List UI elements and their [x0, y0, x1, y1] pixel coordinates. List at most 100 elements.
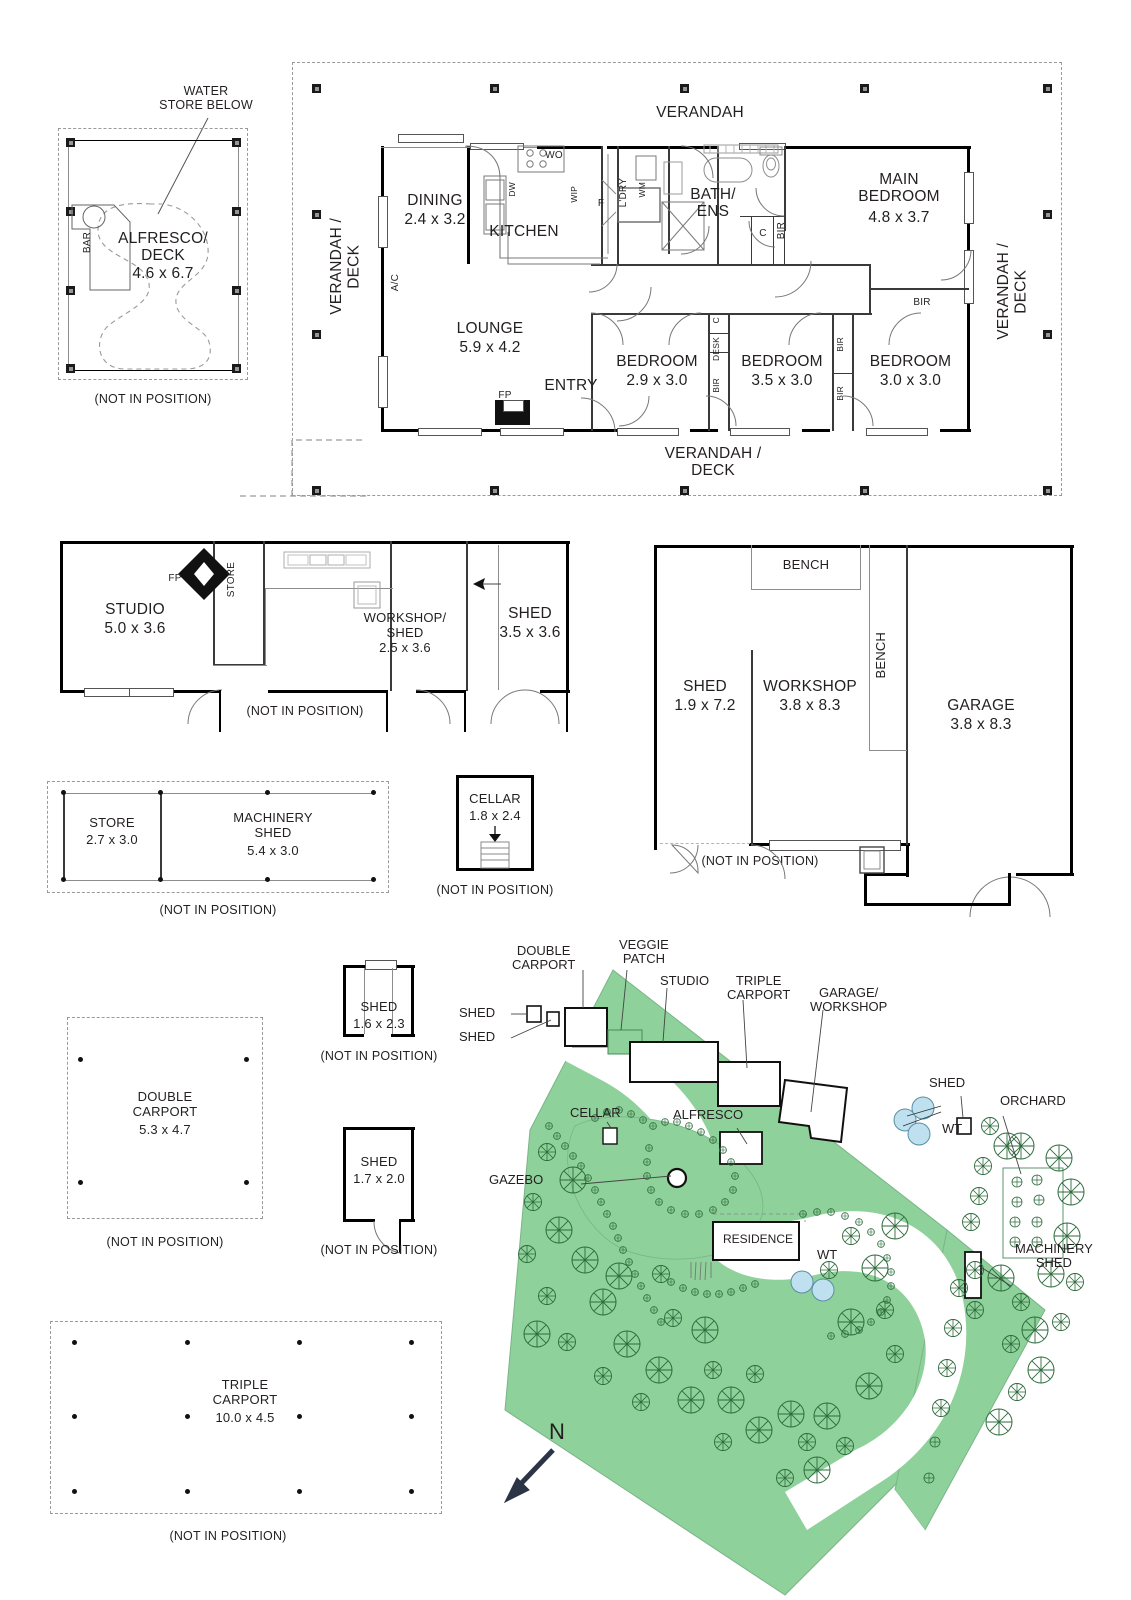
- studio-dims: 5.0 x 3.6: [104, 620, 166, 637]
- studio-wall-top: [60, 541, 570, 545]
- site-shed-2: [546, 1011, 560, 1027]
- compass-arrow: [503, 1448, 555, 1504]
- shed2-footer: (NOT IN POSITION): [320, 1243, 438, 1257]
- studio-door-jamb-2: [386, 690, 388, 732]
- wall-bedrooms-top: [591, 313, 872, 315]
- carport-post: [244, 1057, 249, 1062]
- site-label-double-carport: DOUBLE CARPORT: [512, 943, 576, 973]
- machinery-shed-dims: 5.4 x 3.0: [247, 843, 299, 858]
- bench-vertical-label: BENCH: [873, 632, 888, 679]
- bench-top-label: BENCH: [782, 557, 830, 572]
- studio-joinery: [283, 551, 371, 569]
- wall-desk-div: [708, 352, 729, 354]
- kitchen-name: KITCHEN: [489, 223, 559, 240]
- verandah-post: [312, 486, 321, 495]
- alfresco-deck-edge-right: [238, 140, 239, 371]
- shed1-wall-right: [411, 965, 415, 1037]
- garage-bottom-edge-r: [1008, 873, 1012, 906]
- site-label-triple-carport: TRIPLE CARPORT: [727, 973, 791, 1003]
- shed1-footer: (NOT IN POSITION): [320, 1049, 438, 1063]
- carport-post: [78, 1180, 83, 1185]
- site-label-alfresco: ALFRESCO: [673, 1107, 744, 1122]
- wall-bed2-bed3: [832, 313, 834, 431]
- triple-carport-post: [185, 1489, 190, 1494]
- site-gazebo: [666, 1167, 688, 1189]
- wall-oven-label: WO: [545, 150, 563, 161]
- shed2-wall-bottom-l: [343, 1219, 375, 1223]
- garage-wall-left: [654, 545, 658, 850]
- alfresco-post: [232, 364, 241, 373]
- workshop-shed-name: WORKSHOP/ SHED: [363, 610, 447, 640]
- studio-store-wall-right: [263, 541, 265, 665]
- alfresco-deck-edge-left: [68, 140, 69, 371]
- window-left: [378, 196, 388, 248]
- wall-top-seg2: [607, 146, 717, 150]
- wall-top-seg3: [784, 146, 971, 150]
- studio-store-wall-bottom: [213, 664, 265, 666]
- workshop-shed-dims: 2.5 x 3.6: [379, 640, 431, 655]
- entry-door-swing: [580, 397, 616, 433]
- wall-bottom-seg2: [591, 429, 617, 433]
- water-store-annotation: WATER STORE BELOW: [159, 84, 253, 112]
- studio-bench-line-b: [213, 665, 267, 666]
- shed1-name: SHED: [360, 999, 398, 1014]
- site-label-veggie-patch: VEGGIE PATCH: [619, 937, 669, 967]
- bench-v-outline-l: [869, 545, 870, 750]
- carport-post: [78, 1057, 83, 1062]
- garage-workshop-dims: 3.8 x 8.3: [779, 697, 841, 714]
- studio-wall-bottom-d: [416, 690, 466, 694]
- bedroom3-name: BEDROOM: [869, 353, 952, 370]
- triple-carport-post: [409, 1489, 414, 1494]
- alfresco-post: [66, 364, 75, 373]
- verandah-post: [680, 486, 689, 495]
- alfresco-footer: (NOT IN POSITION): [94, 392, 212, 406]
- wall-bottom-seg4: [802, 429, 830, 433]
- site-label-gazebo: GAZEBO: [489, 1172, 544, 1187]
- alfresco-post: [232, 138, 241, 147]
- verandah-post: [312, 84, 321, 93]
- site-label-shed-upper: SHED: [459, 1005, 496, 1020]
- site-plan-drawing: [503, 969, 1085, 1596]
- fireplace-opening: [503, 400, 524, 412]
- store-name: STORE: [89, 815, 135, 830]
- site-label-shed-right: SHED: [929, 1075, 966, 1090]
- shed1-wall-bottom-r: [391, 1034, 415, 1038]
- machinery-outline: [47, 781, 389, 893]
- cellar-stairs: [480, 826, 510, 869]
- verandah-post: [312, 330, 321, 339]
- garage-wall-seg2: [864, 873, 909, 877]
- studio-bench-line-v: [265, 588, 266, 666]
- machinery-post: [265, 877, 270, 882]
- shed-arrow-icon: [473, 578, 501, 590]
- triple-carport-post: [72, 1414, 77, 1419]
- water-tank: [907, 1122, 931, 1146]
- verandah-right-label: VERANDAH / DECK: [995, 243, 1030, 340]
- studio-store-label: STORE: [226, 562, 237, 598]
- shed1-dims: 1.6 x 2.3: [353, 1016, 405, 1031]
- bath-ens-label: BATH/ ENS: [690, 186, 736, 221]
- wall-bir-right-2: [869, 288, 871, 314]
- machinery-footer: (NOT IN POSITION): [159, 903, 277, 917]
- wall-bottom-seg5: [940, 429, 971, 433]
- bedroom2-dims: 3.5 x 3.0: [751, 372, 813, 389]
- bench-top-outline-r: [860, 545, 861, 590]
- alfresco-outline: [58, 128, 248, 380]
- shed1-inner-l: [364, 968, 365, 1034]
- bedroom1-dims: 2.9 x 3.0: [626, 372, 688, 389]
- cellar-name: CELLAR: [469, 791, 521, 806]
- fridge-label: F: [597, 198, 605, 209]
- studio-door-jamb-3: [464, 690, 466, 732]
- shed1-wall-left: [343, 965, 347, 1037]
- window-bottom: [730, 428, 790, 436]
- window-right: [964, 172, 974, 224]
- garage-shed-name: SHED: [683, 678, 727, 695]
- water-tank: [811, 1278, 835, 1302]
- studio-store-wall-left: [213, 541, 215, 665]
- wall-bath: [717, 146, 719, 266]
- triple-carport-post: [72, 1340, 77, 1345]
- store-dims: 2.7 x 3.0: [86, 832, 138, 847]
- shed2-wall-top: [343, 1127, 415, 1131]
- site-alfresco: [719, 1131, 763, 1165]
- water-store-leader: [157, 117, 209, 215]
